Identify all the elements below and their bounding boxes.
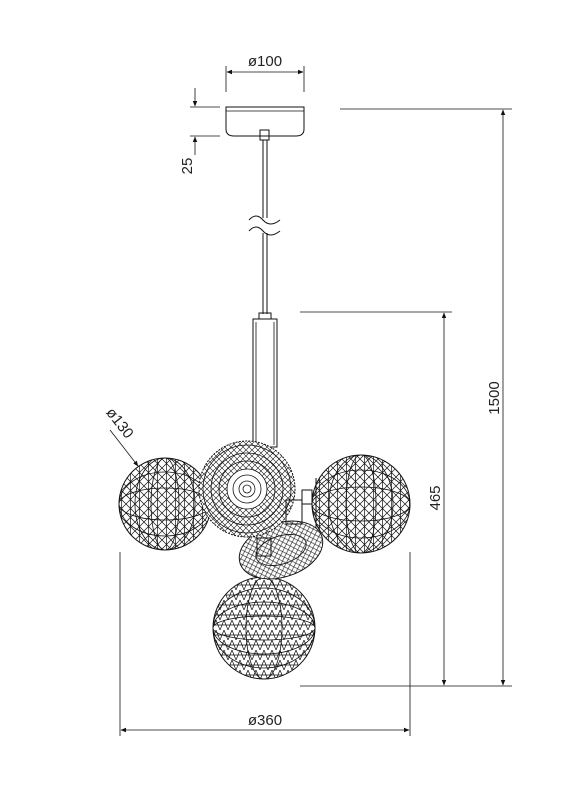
dim-canopy-diameter: ø100 bbox=[225, 53, 305, 92]
dim-overall-diameter: ø360 bbox=[119, 552, 411, 736]
dim-canopy-height: 25 bbox=[179, 88, 220, 174]
arm-connectors bbox=[285, 489, 313, 525]
ceiling-canopy bbox=[225, 106, 305, 141]
glass-globe-bottom bbox=[212, 555, 316, 680]
glass-globe-front-disc bbox=[198, 440, 296, 538]
glass-globe-left bbox=[118, 457, 212, 551]
central-stem bbox=[252, 318, 278, 448]
dim-overall-diameter-label: ø360 bbox=[248, 712, 282, 729]
dim-total-height: 1500 bbox=[300, 108, 512, 687]
suspension-cable bbox=[248, 140, 281, 320]
dim-body-height: 465 bbox=[300, 311, 452, 686]
dim-globe-diameter: ø130 bbox=[102, 405, 139, 467]
dim-total-height-label: 1500 bbox=[486, 381, 503, 414]
glass-globe-right bbox=[311, 454, 411, 554]
dim-globe-diameter-label: ø130 bbox=[102, 405, 136, 442]
dim-canopy-height-label: 25 bbox=[179, 158, 196, 175]
dim-body-height-label: 465 bbox=[427, 485, 444, 510]
dim-canopy-diameter-label: ø100 bbox=[248, 53, 282, 70]
